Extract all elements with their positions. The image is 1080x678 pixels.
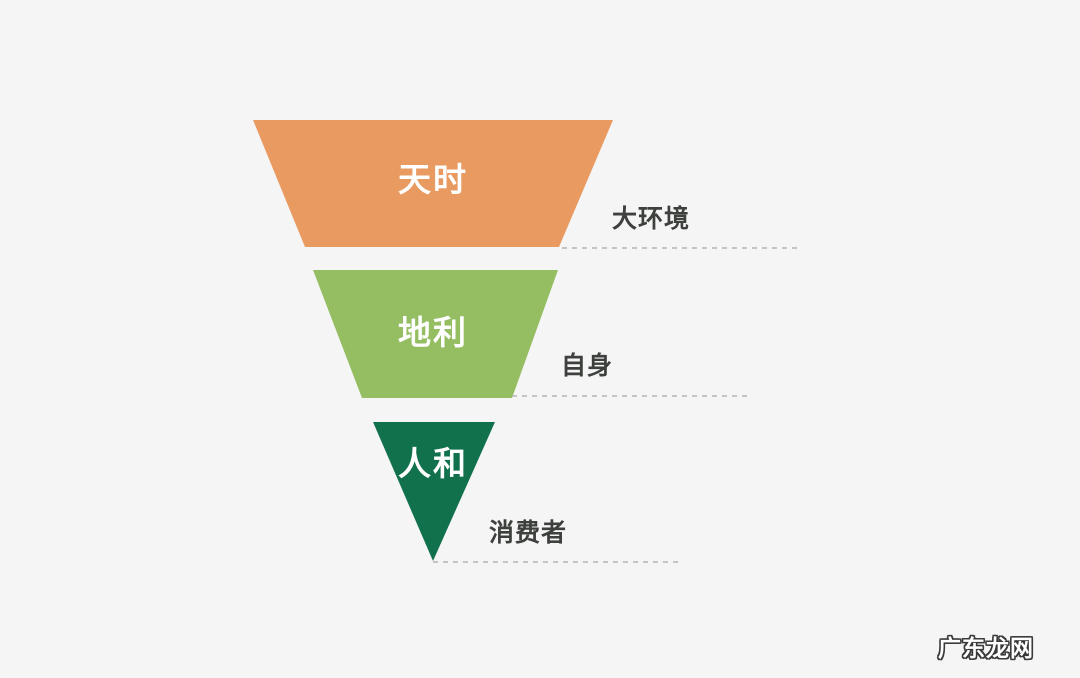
funnel-segment-label-tianshi: 天时 — [398, 161, 468, 198]
tier-label-self: 自身 — [561, 352, 614, 380]
funnel-segment-label-dili: 地利 — [398, 314, 468, 351]
tier-label-consumer: 消费者 — [489, 519, 568, 547]
funnel-segment-1[interactable] — [253, 120, 613, 247]
funnel-segment-label-renhe: 人和 — [398, 445, 468, 482]
tier-label-macro-environment: 大环境 — [612, 205, 691, 233]
funnel-segment-3[interactable] — [373, 422, 495, 561]
funnel-segment-2[interactable] — [313, 270, 558, 398]
watermark: 广东龙网 — [938, 635, 1034, 661]
